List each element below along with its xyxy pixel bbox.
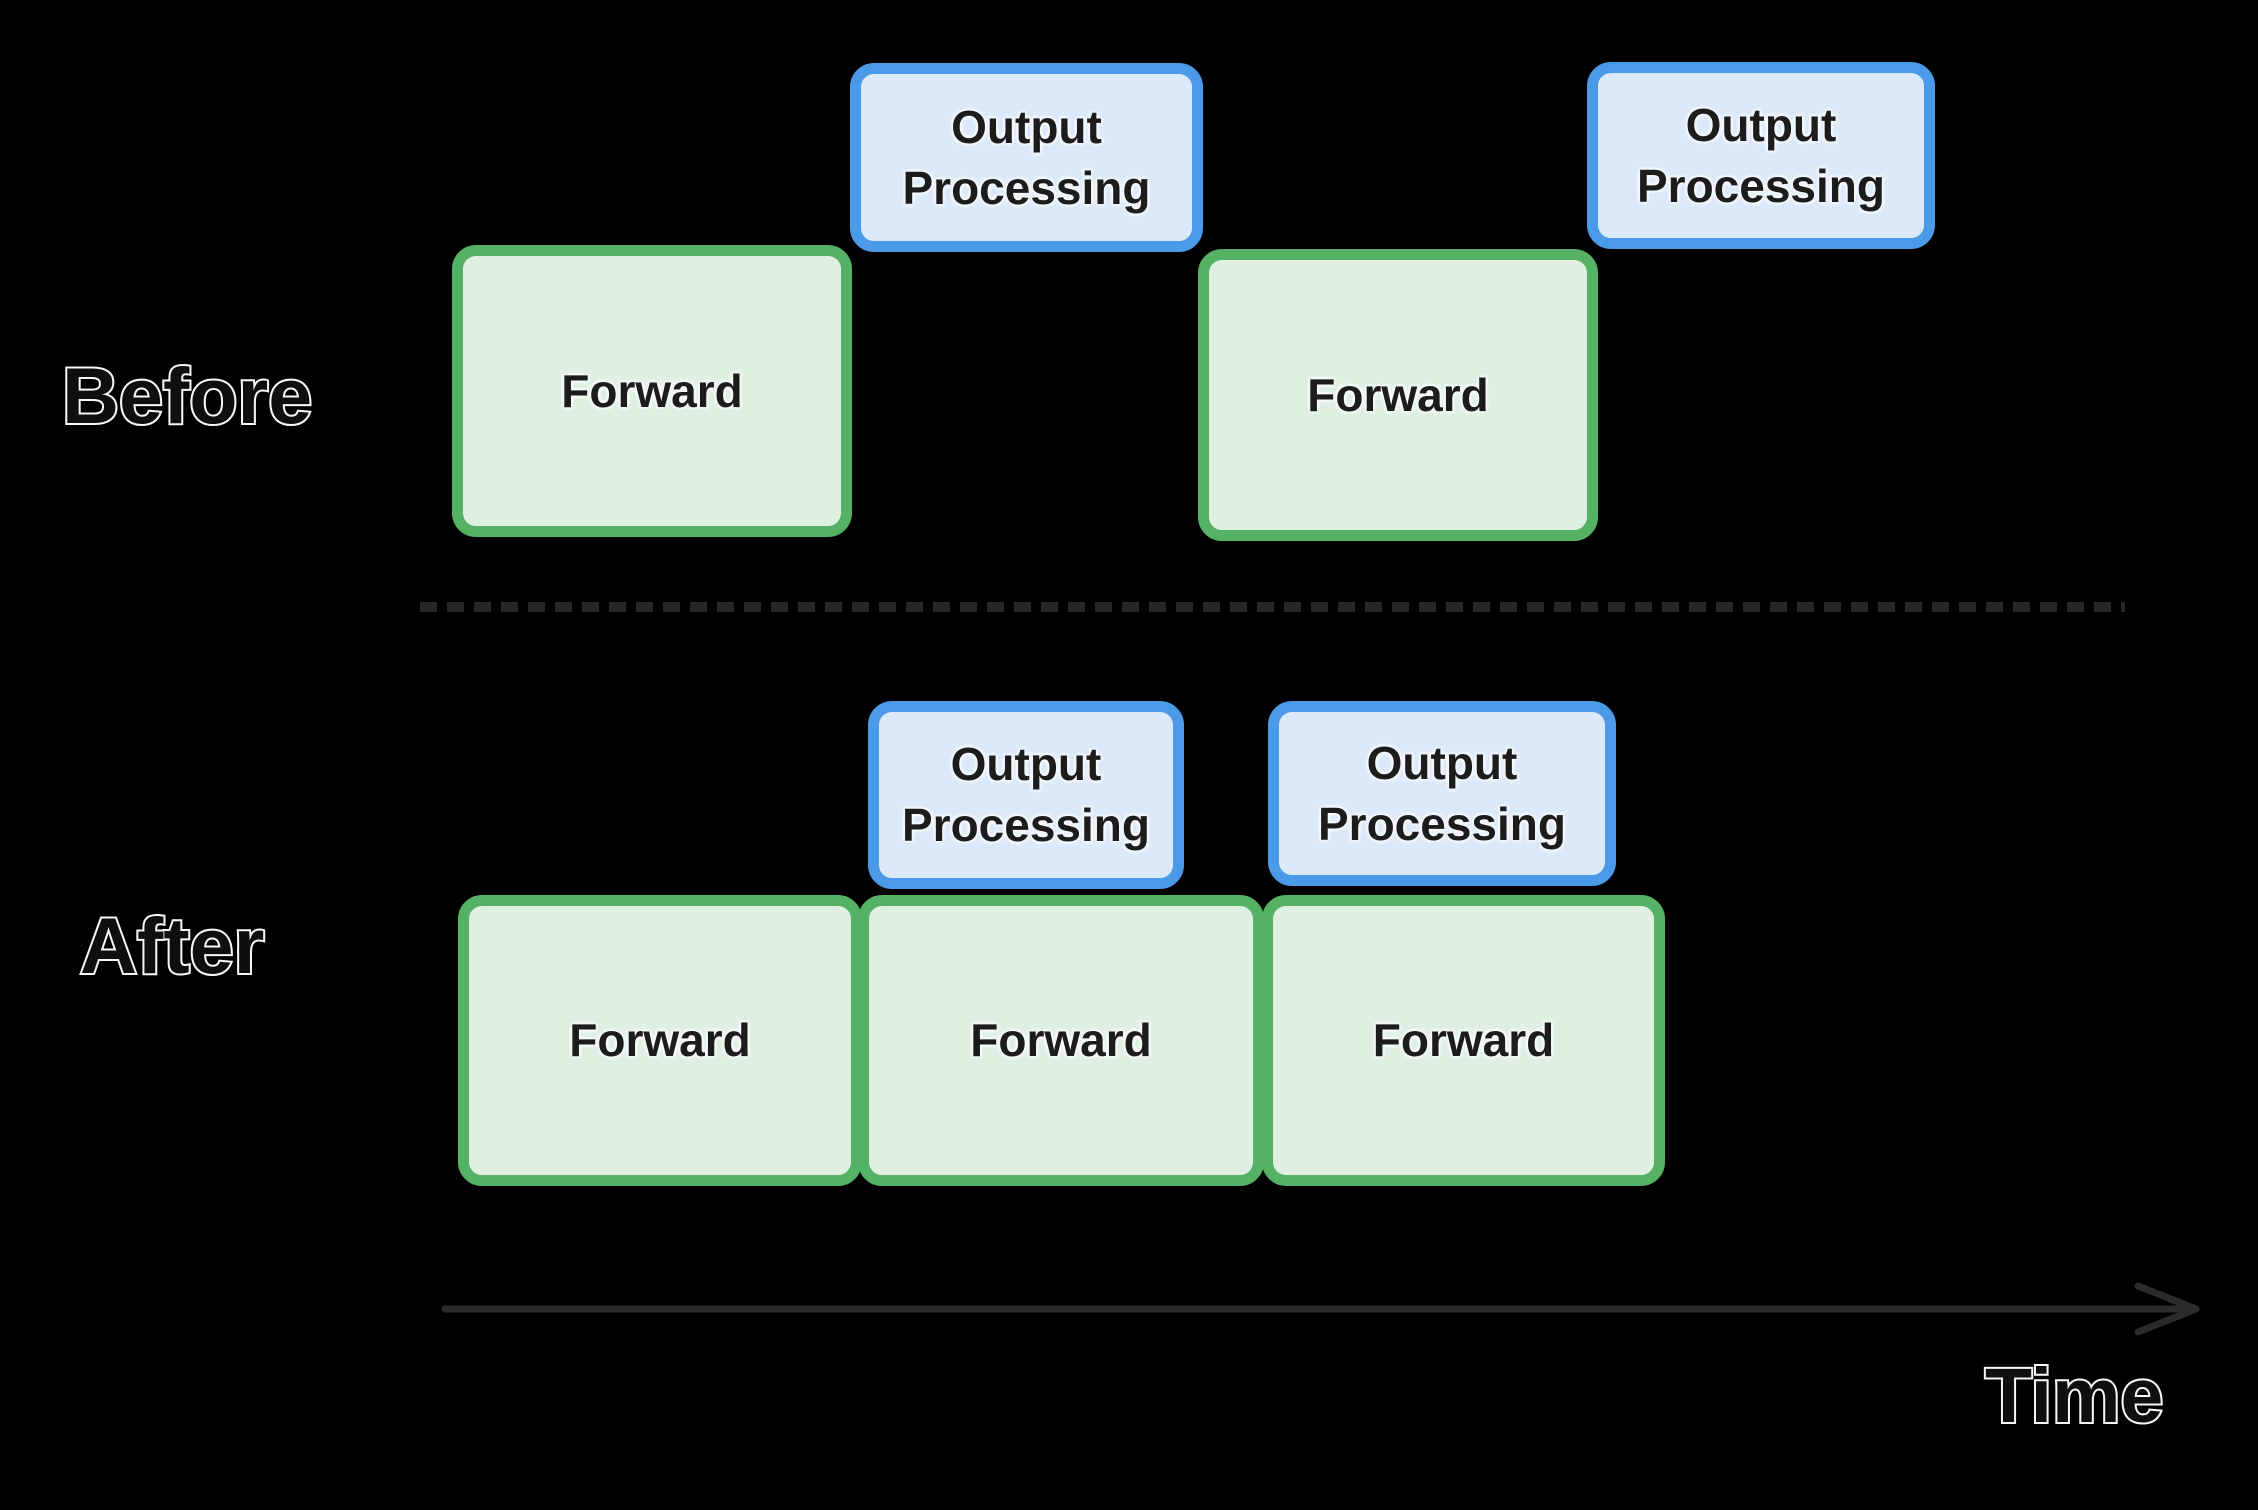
dashed-divider-line bbox=[420, 602, 2125, 612]
time-axis-label: Time bbox=[1983, 1353, 2165, 1439]
forward-box-label: Forward bbox=[1372, 1014, 1555, 1067]
after-row-label: After bbox=[78, 901, 266, 990]
before-forward-box-1: Forward bbox=[452, 245, 852, 537]
output-processing-box-label: Output Processing bbox=[902, 100, 1151, 214]
output-processing-box-label: Output Processing bbox=[902, 738, 1150, 851]
after-output-processing-box-2: Output Processing bbox=[1268, 701, 1616, 886]
after-forward-box-2: Forward bbox=[858, 895, 1264, 1186]
output-processing-box-label: Output Processing bbox=[1637, 98, 1885, 212]
before-row-label: Before bbox=[60, 351, 314, 440]
forward-box-label: Forward bbox=[970, 1014, 1152, 1067]
forward-box-label: Forward bbox=[569, 1014, 751, 1067]
time-axis-arrow-icon bbox=[441, 1282, 2200, 1336]
before-output-processing-box-1: Output Processing bbox=[850, 63, 1203, 252]
after-output-processing-box-1: Output Processing bbox=[868, 701, 1184, 889]
forward-box-label: Forward bbox=[561, 364, 743, 417]
output-processing-box-label: Output Processing bbox=[1318, 736, 1566, 850]
before-output-processing-box-2: Output Processing bbox=[1587, 62, 1935, 249]
before-forward-box-2: Forward bbox=[1198, 249, 1598, 541]
after-forward-box-3: Forward bbox=[1262, 895, 1665, 1186]
after-forward-box-1: Forward bbox=[458, 895, 862, 1186]
forward-box-label: Forward bbox=[1307, 368, 1489, 421]
